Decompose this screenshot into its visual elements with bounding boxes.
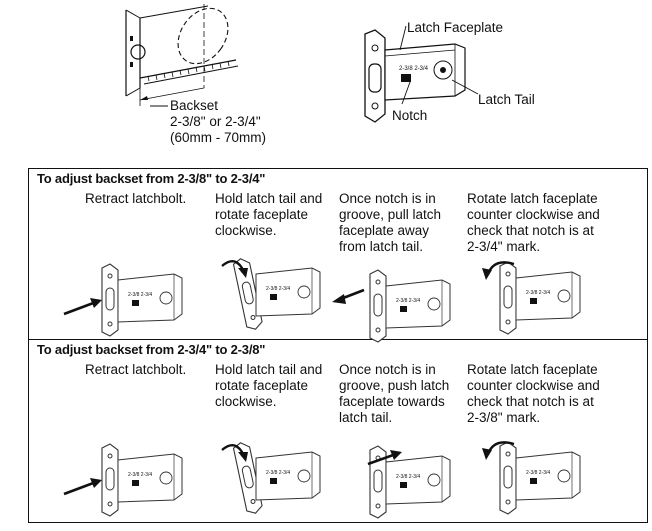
svg-text:2-3/8 2-3/4: 2-3/8 2-3/4: [128, 292, 152, 298]
section-2-step-4-text: Rotate latch faceplate counter clockwise…: [467, 362, 600, 425]
svg-text:2-3/8 2-3/4: 2-3/8 2-3/4: [128, 472, 152, 478]
latch-leader-lines: [399, 25, 479, 105]
svg-text:2-3/8 2-3/4: 2-3/8 2-3/4: [396, 474, 420, 480]
step-3-latch-illustration: 2-3/8 2-3/4: [332, 269, 451, 343]
backset-leader-line: [150, 105, 168, 107]
section-2-step-3-text: Once notch is in groove, push latch face…: [339, 362, 450, 425]
step-5-latch-illustration: 2-3/8 2-3/4: [63, 443, 183, 517]
latch-faceplate-label: Latch Faceplate: [407, 20, 504, 35]
section-2-title: To adjust backset from 2-3/4" to 2-3/8": [37, 342, 266, 357]
svg-text:2-3/8 2-3/4: 2-3/8 2-3/4: [396, 298, 420, 304]
section-1-panel: To adjust backset from 2-3/8" to 2-3/4" …: [28, 168, 648, 340]
step-4-direction-arrow: [482, 261, 515, 280]
backset-values: 2-3/8" or 2-3/4": [170, 114, 261, 129]
step-7-direction-arrow: [367, 450, 402, 466]
section-1-step-1-text: Retract latchbolt.: [85, 191, 187, 206]
notch-label: Notch: [392, 108, 428, 123]
section-1-title: To adjust backset from 2-3/8" to 2-3/4": [37, 171, 266, 186]
section-1-step-4-text: Rotate latch faceplate counter clockwise…: [467, 191, 600, 254]
latch-tail-label: Latch Tail: [478, 92, 535, 107]
section-2-step-1-text: Retract latchbolt.: [85, 362, 187, 377]
step-2-latch-illustration: 2-3/8 2-3/4: [221, 258, 321, 330]
step-8-latch-illustration: 2-3/8 2-3/4: [482, 441, 581, 515]
section-2-panel: To adjust backset from 2-3/4" to 2-3/8" …: [28, 339, 648, 523]
step-5-direction-arrow: [63, 478, 102, 496]
step-7-latch-illustration: 2-3/8 2-3/4: [367, 445, 451, 519]
svg-text:2-3/8 2-3/4: 2-3/8 2-3/4: [526, 290, 550, 296]
svg-text:2-3/8 2-3/4: 2-3/8 2-3/4: [399, 66, 429, 72]
backset-metric: (60mm - 70mm): [170, 130, 267, 145]
svg-text:2-3/8 2-3/4: 2-3/8 2-3/4: [266, 470, 290, 476]
backset-label: Backset: [170, 98, 219, 113]
section-1-step-2-text: Hold latch tail and rotate faceplate clo…: [215, 191, 323, 238]
step-2-direction-arrow: [221, 260, 248, 278]
section-1-step-3-text: Once notch is in groove, pull latch face…: [339, 191, 442, 254]
step-1-direction-arrow: [63, 298, 102, 316]
section-2-step-2-text: Hold latch tail and rotate faceplate clo…: [215, 362, 323, 409]
step-1-latch-illustration: 2-3/8 2-3/4: [63, 263, 183, 337]
latch-diagram: 2-3/8 2-3/4: [364, 29, 466, 123]
svg-text:2-3/8 2-3/4: 2-3/8 2-3/4: [266, 286, 290, 292]
svg-text:2-3/8 2-3/4: 2-3/8 2-3/4: [526, 470, 550, 476]
step-3-direction-arrow: [332, 288, 365, 304]
step-6-direction-arrow: [221, 444, 248, 462]
step-6-latch-illustration: 2-3/8 2-3/4: [221, 442, 321, 514]
door-backset-diagram: [125, 4, 239, 106]
step-8-direction-arrow: [482, 441, 515, 460]
step-4-latch-illustration: 2-3/8 2-3/4: [482, 261, 581, 335]
